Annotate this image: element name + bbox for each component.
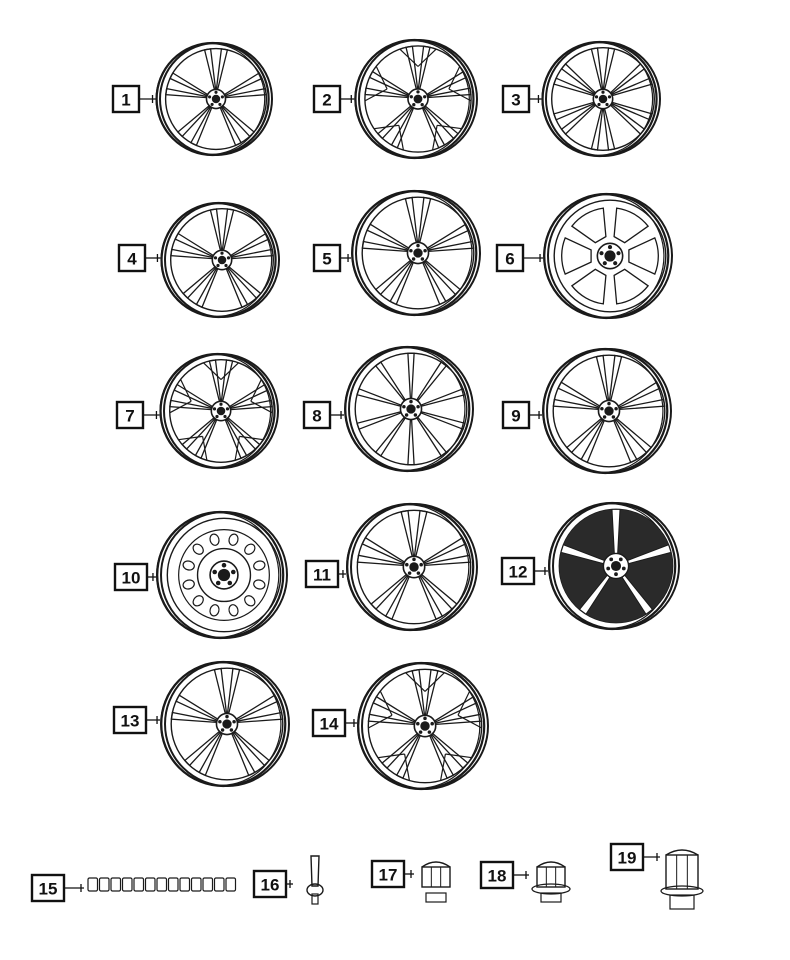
callout-label: 3 [511, 91, 520, 110]
callout-label: 2 [322, 91, 331, 110]
callout-label: 14 [320, 715, 339, 734]
lug-nut-flanged: 18 [479, 860, 571, 903]
callout-box [495, 243, 525, 273]
wheel-12: 12 [500, 501, 680, 631]
wheel-11: 11 [304, 502, 478, 632]
wheel-9: 9 [501, 347, 672, 475]
callout-box [111, 84, 141, 114]
callout-label: 13 [121, 712, 140, 731]
callout-label: 19 [618, 849, 637, 868]
callout-label: 11 [313, 566, 331, 585]
callout-label: 17 [379, 866, 398, 885]
wheel-3: 3 [501, 40, 661, 158]
callout-box [117, 243, 147, 273]
callout-box [113, 562, 149, 592]
callout-label: 8 [312, 407, 321, 426]
callout-box [311, 708, 347, 738]
callout-box [304, 559, 340, 589]
lug-nut-tall: 19 [609, 842, 704, 910]
wheel-4: 4 [117, 201, 280, 319]
wheel-5: 5 [312, 189, 481, 317]
wheel-2: 2 [312, 38, 478, 160]
callout-box [501, 84, 531, 114]
callout-label: 5 [322, 250, 331, 269]
callout-box [312, 84, 342, 114]
callout-box [501, 400, 531, 430]
callout-label: 16 [261, 876, 280, 895]
callout-box [115, 400, 145, 430]
callout-label: 7 [125, 407, 134, 426]
wheel-weights: 15 [30, 873, 237, 903]
callout-label: 18 [488, 867, 507, 886]
wheel-7: 7 [115, 352, 279, 470]
callout-box [112, 705, 148, 735]
callout-box [370, 859, 406, 889]
callout-label: 12 [509, 563, 528, 582]
callout-label: 6 [505, 250, 514, 269]
callout-label: 4 [127, 250, 137, 269]
wheel-14: 14 [311, 661, 489, 791]
wheel-8: 8 [302, 345, 474, 473]
wheel-10: 10 [113, 510, 288, 640]
callout-label: 15 [39, 880, 58, 899]
callout-label: 10 [122, 569, 141, 588]
valve-stem: 16 [252, 855, 324, 905]
callout-box [302, 400, 332, 430]
callout-box [30, 873, 66, 903]
lug-nut-capped: 17 [370, 859, 451, 903]
callout-box [609, 842, 645, 872]
callout-box [312, 243, 342, 273]
wheel-6: 6 [495, 192, 673, 320]
wheel-13: 13 [112, 660, 290, 788]
callout-box [479, 860, 515, 890]
callout-box [500, 556, 536, 586]
callout-box [252, 869, 288, 899]
callout-label: 1 [121, 91, 130, 110]
wheel-1: 1 [111, 41, 273, 157]
callout-label: 9 [511, 407, 520, 426]
